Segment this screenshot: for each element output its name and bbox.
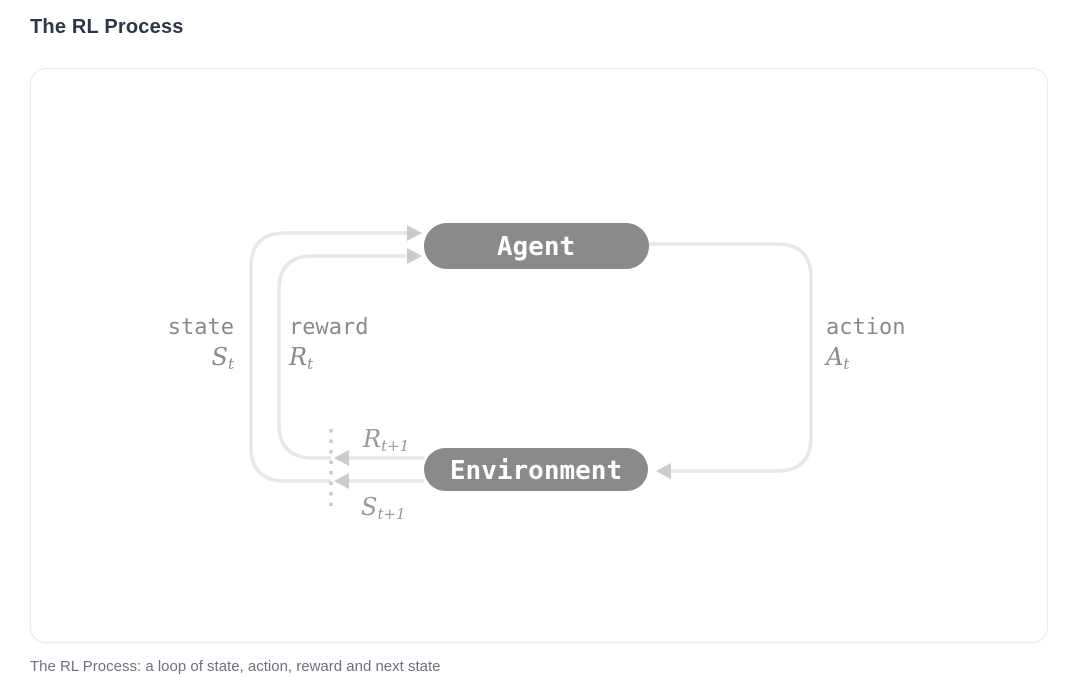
page-title: The RL Process [30,16,184,38]
reward-loop-line [277,254,408,460]
figure-caption: The RL Process: a loop of state, action,… [30,658,441,675]
next-reward-symbol-subscript: t+1 [381,437,409,455]
diagram-card: Agent Environment state St reward Rt act… [30,68,1048,643]
reward-symbol-subscript: t [307,355,314,373]
action-symbol-letter: A [824,343,843,371]
rl-process-diagram: Agent Environment state St reward Rt act… [168,223,905,523]
state-symbol-subscript: t [228,355,235,373]
reward-arrowhead-icon [407,248,422,264]
reward-label: reward [289,315,368,340]
next-state-symbol-letter: S [361,493,377,521]
reward-symbol-letter: R [288,343,307,371]
environment-node-label: Environment [450,456,622,486]
agent-node: Agent [424,223,649,269]
environment-node-pill [424,448,648,491]
state-symbol-letter: S [212,343,228,371]
action-symbol-subscript: t [843,355,850,373]
action-symbol: At [824,343,850,373]
next-state-symbol-subscript: t+1 [377,505,405,523]
action-arrowhead-icon [656,463,671,479]
action-label: action [826,315,905,340]
state-arrowhead-icon [407,225,422,241]
state-label: state [168,315,234,340]
reward-symbol: Rt [288,343,314,373]
environment-node: Environment [424,448,648,491]
agent-node-pill [424,223,649,269]
state-loop-line [249,231,408,483]
next-reward-arrowhead-icon [334,450,349,466]
agent-node-label: Agent [497,232,575,262]
next-reward-symbol: Rt+1 [362,425,409,455]
action-loop-line [649,242,813,473]
state-symbol: St [212,343,235,373]
next-state-symbol: St+1 [361,493,406,523]
next-state-arrowhead-icon [334,473,349,489]
next-reward-symbol-letter: R [362,425,381,453]
